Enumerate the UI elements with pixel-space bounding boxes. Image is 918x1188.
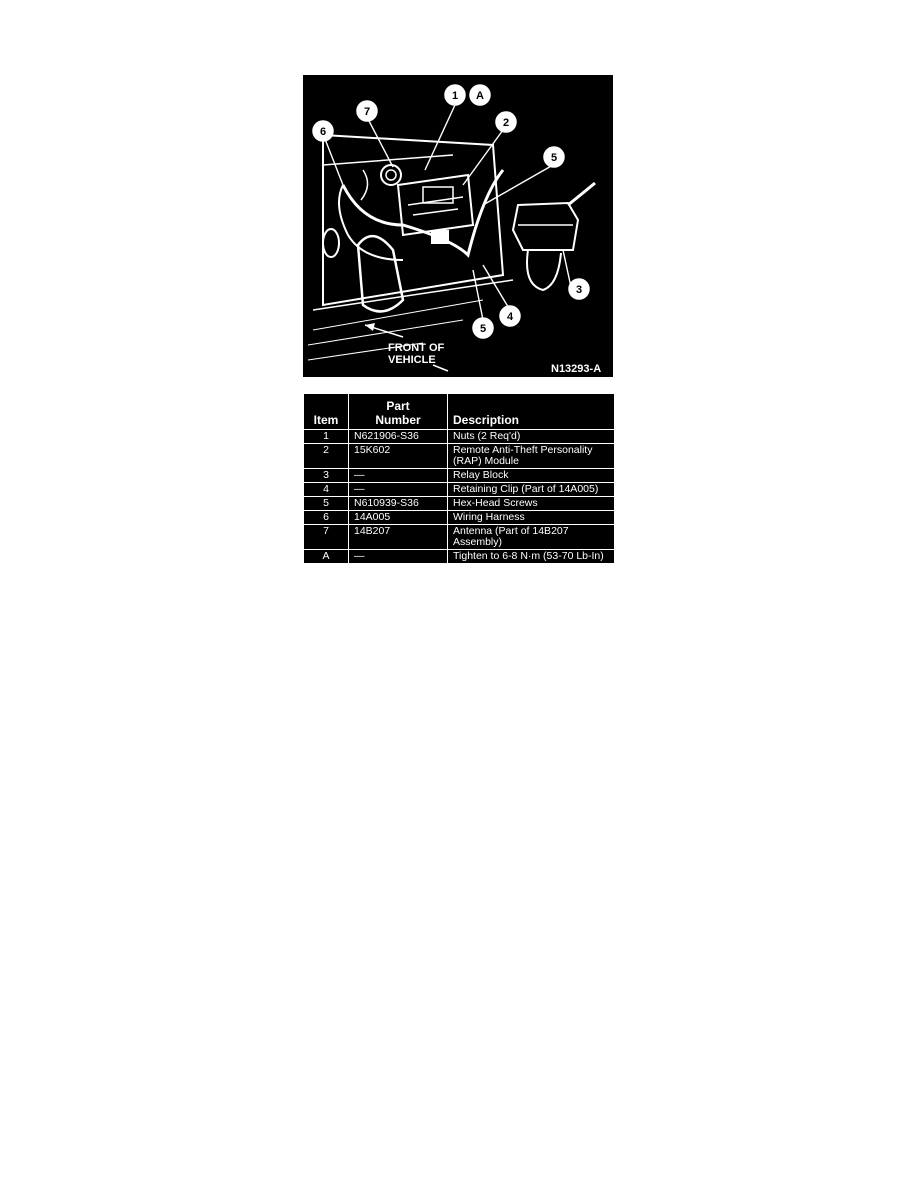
table-row: 7 14B207 Antenna (Part of 14B207 Assembl… (303, 524, 615, 550)
description-cell: Antenna (Part of 14B207 Assembly) (447, 524, 615, 550)
callout-5-bottom: 5 (472, 317, 494, 339)
table-row: 3 — Relay Block (303, 468, 615, 483)
callout-a: A (469, 84, 491, 106)
front-of-vehicle-arrow (364, 323, 449, 372)
callout-4: 4 (499, 305, 521, 327)
item-cell: 3 (303, 468, 349, 483)
svg-text:6: 6 (320, 126, 326, 138)
svg-text:4: 4 (507, 311, 514, 323)
description-cell: Retaining Clip (Part of 14A005) (447, 482, 615, 497)
description-cell: Nuts (2 Req'd) (447, 429, 615, 444)
figure-id-label: N13293-A (551, 363, 601, 375)
callout-5-top: 5 (543, 146, 565, 168)
item-cell: A (303, 549, 349, 564)
installation-diagram: 1 A 2 5 7 6 3 4 (303, 75, 613, 377)
item-cell: 4 (303, 482, 349, 497)
relay-block (511, 181, 596, 292)
description-cell: Wiring Harness (447, 510, 615, 525)
diagram-artwork: 1 A 2 5 7 6 3 4 (307, 84, 601, 375)
table-row: 2 15K602 Remote Anti-Theft Personality (… (303, 443, 615, 469)
svg-text:3: 3 (576, 284, 582, 296)
table-row: 4 — Retaining Clip (Part of 14A005) (303, 482, 615, 497)
item-cell: 7 (303, 524, 349, 550)
callout-7: 7 (356, 100, 378, 122)
part-number-cell: N621906-S36 (348, 429, 448, 444)
svg-text:7: 7 (364, 106, 370, 118)
description-cell: Relay Block (447, 468, 615, 483)
header-part-line1: Part (386, 399, 410, 413)
part-number-cell: N610939-S36 (348, 496, 448, 511)
part-number-cell: 15K602 (348, 443, 448, 469)
description-cell: Remote Anti-Theft Personality (RAP) Modu… (447, 443, 615, 469)
speaker-opening (322, 228, 405, 313)
description-cell: Hex-Head Screws (447, 496, 615, 511)
table-row: 5 N610939-S36 Hex-Head Screws (303, 496, 615, 511)
front-of-vehicle-label-line1: FRONT OF (388, 342, 444, 354)
svg-text:5: 5 (551, 152, 557, 164)
callout-6: 6 (312, 120, 334, 142)
header-item: Item (303, 393, 349, 430)
svg-text:1: 1 (452, 90, 458, 102)
front-of-vehicle-label-line2: VEHICLE (388, 354, 436, 366)
svg-text:5: 5 (480, 323, 486, 335)
part-number-cell: — (348, 482, 448, 497)
table-row: A — Tighten to 6-8 N·m (53-70 Lb-In) (303, 549, 615, 564)
part-number-cell: 14A005 (348, 510, 448, 525)
description-cell: Tighten to 6-8 N·m (53-70 Lb-In) (447, 549, 615, 564)
header-description: Description (447, 393, 615, 430)
part-number-cell: — (348, 549, 448, 564)
part-number-cell: — (348, 468, 448, 483)
svg-text:A: A (476, 90, 484, 102)
rap-module (396, 173, 475, 244)
callout-1: 1 (444, 84, 466, 106)
callout-3: 3 (568, 278, 590, 300)
item-cell: 2 (303, 443, 349, 469)
table-row: 1 N621906-S36 Nuts (2 Req'd) (303, 429, 615, 444)
item-cell: 1 (303, 429, 349, 444)
antenna (360, 164, 402, 201)
item-cell: 6 (303, 510, 349, 525)
callout-2: 2 (495, 111, 517, 133)
wiring-harness (338, 169, 505, 261)
leader-lines (324, 104, 572, 321)
svg-text:2: 2 (503, 117, 509, 129)
table-row: 6 14A005 Wiring Harness (303, 510, 615, 525)
part-number-cell: 14B207 (348, 524, 448, 550)
header-part-line2: Number (375, 413, 421, 427)
item-cell: 5 (303, 496, 349, 511)
